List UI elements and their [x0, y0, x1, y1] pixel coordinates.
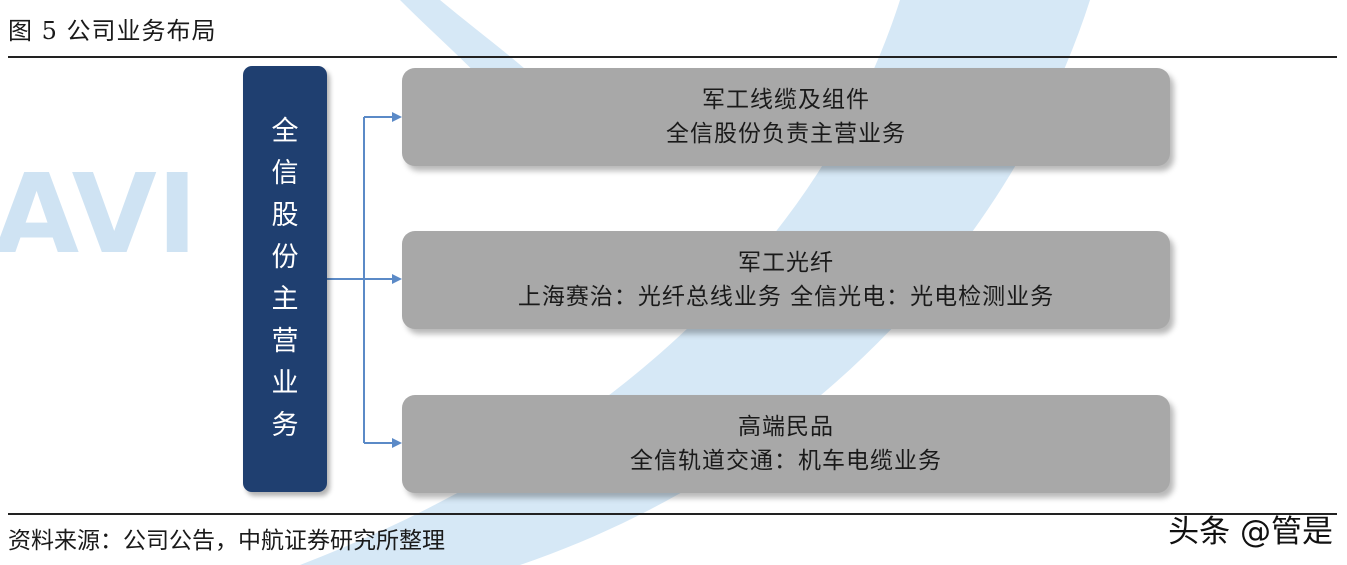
branch-civil-products: 高端民品 全信轨道交通：机车电缆业务: [402, 395, 1170, 493]
main-node-char-4: 份: [271, 242, 299, 273]
source-note: 资料来源：公司公告，中航证券研究所整理: [8, 528, 445, 554]
main-node-char-1: 全: [271, 116, 299, 147]
branch-2-detail: 上海赛治：光纤总线业务 全信光电：光电检测业务: [517, 284, 1055, 310]
branch-3-detail: 全信轨道交通：机车电缆业务: [630, 448, 942, 474]
branch-2-title: 军工光纤: [738, 250, 834, 276]
main-node-char-2: 信: [271, 158, 299, 189]
main-node-char-3: 股: [271, 200, 299, 231]
main-node-char-5: 主: [271, 284, 299, 315]
watermark-text: AVI: [0, 150, 198, 278]
source-divider: [8, 513, 1337, 515]
main-business-node: 全信股份主营业务: [243, 66, 327, 492]
branch-military-fiber: 军工光纤 上海赛治：光纤总线业务 全信光电：光电检测业务: [402, 231, 1170, 329]
main-node-char-6: 营: [271, 326, 299, 357]
branch-1-title: 军工线缆及组件: [702, 87, 870, 113]
title-divider: [8, 56, 1337, 58]
figure-title: 图 5 公司业务布局: [8, 17, 217, 45]
branch-3-title: 高端民品: [738, 414, 834, 440]
main-node-char-8: 务: [271, 410, 299, 441]
watermark-credit: 头条 @管是: [1168, 514, 1333, 550]
branch-1-detail: 全信股份负责主营业务: [666, 121, 906, 147]
branch-military-cable: 军工线缆及组件 全信股份负责主营业务: [402, 68, 1170, 166]
main-node-char-7: 业: [271, 368, 299, 399]
